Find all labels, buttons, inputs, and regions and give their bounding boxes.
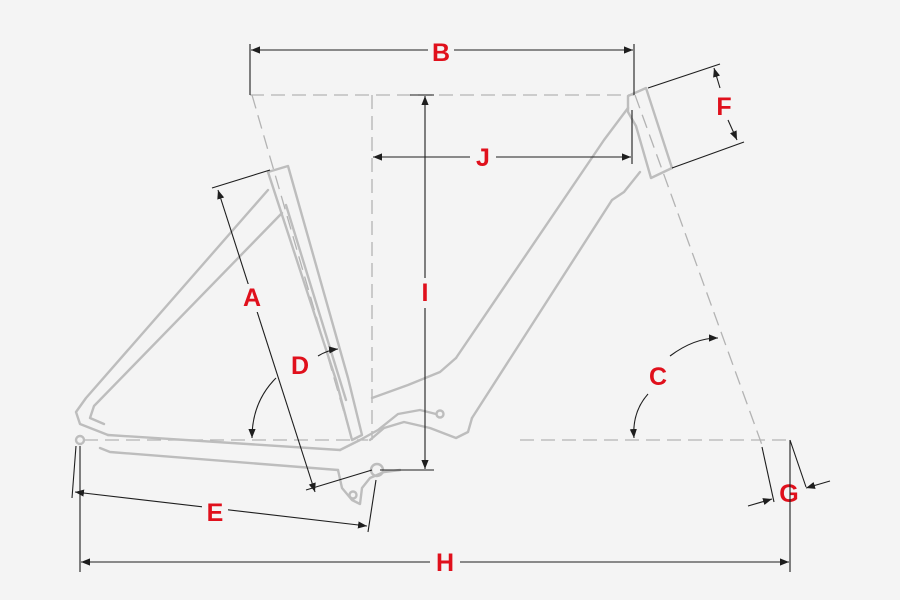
label-a: A: [243, 284, 261, 312]
motor-mount-hole: [435, 409, 445, 419]
dimension-a-line: [217, 189, 316, 493]
label-e: E: [207, 499, 224, 527]
seat-tube: [266, 164, 364, 442]
dropout-hole: [348, 490, 358, 500]
guide-head-tube-axis: [634, 94, 763, 446]
label-d: D: [291, 352, 309, 380]
dimension-c-arc-lower: [629, 393, 649, 439]
dimension-i: I: [380, 94, 438, 471]
dimension-f-upper-arrow: [713, 67, 721, 89]
dimension-a: A: [211, 169, 373, 493]
dimension-g-right-arrow: [805, 480, 831, 489]
label-f: F: [716, 93, 731, 121]
label-j: J: [476, 144, 490, 172]
seat-stays: [74, 188, 284, 437]
head-tube: [626, 86, 674, 180]
dimension-f: F: [647, 63, 745, 169]
dimension-d-arc-lower: [248, 377, 277, 439]
dimension-d-arc-upper: [317, 346, 339, 357]
dimension-g-left-arrow: [747, 498, 773, 507]
dimension-g: G: [747, 439, 831, 508]
label-g: G: [779, 480, 798, 508]
rear-axle-circle: [74, 434, 86, 446]
dimension-c-arc-upper: [669, 334, 719, 357]
bottom-bracket-shell: [336, 408, 438, 506]
dimension-f-lower-arrow: [727, 119, 738, 141]
dimension-c: C: [629, 334, 719, 439]
dimension-h: H: [79, 440, 791, 577]
top-tube: [454, 106, 642, 420]
dimension-j: J: [373, 110, 633, 172]
label-b: B: [432, 39, 450, 67]
construction-guides: [84, 94, 790, 446]
dimension-e: E: [71, 445, 377, 533]
dimension-d: D: [248, 346, 339, 439]
dimension-b: B: [249, 38, 635, 95]
frame-outline: [74, 86, 674, 506]
label-h: H: [436, 549, 454, 577]
label-i: I: [422, 279, 429, 307]
down-tube: [368, 356, 474, 442]
label-c: C: [649, 363, 667, 391]
